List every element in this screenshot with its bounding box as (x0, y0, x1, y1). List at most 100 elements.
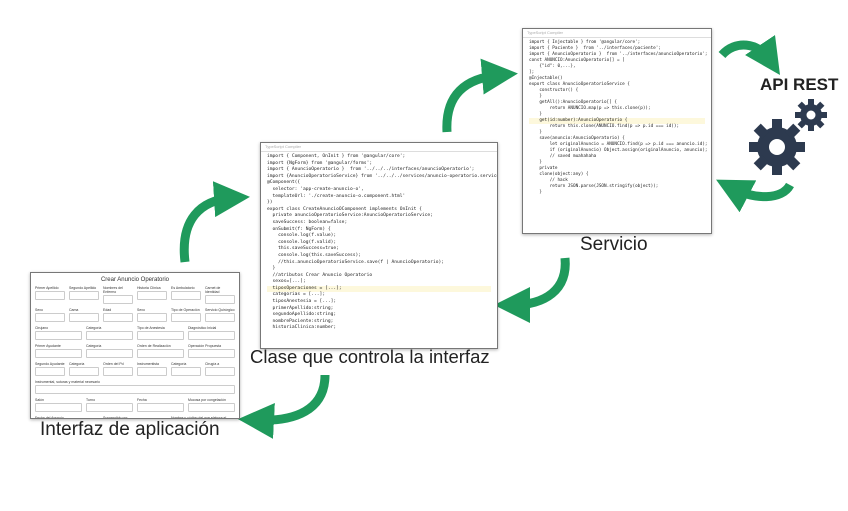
form-field: Mucosa por congelación (188, 398, 235, 412)
field-input[interactable] (103, 295, 133, 304)
code-line: //atributos Crear Anuncio Operatorio (267, 272, 373, 278)
form-field: Segundo Apellido (69, 286, 99, 304)
form-field: Tipo de Anestesia (137, 326, 184, 340)
arrow-api-to-service (716, 179, 794, 213)
field-input[interactable] (137, 349, 184, 358)
code-line: primerApellido:string; (267, 305, 334, 311)
code-line: nombrePaciente:string; (267, 318, 334, 324)
field-label: Orden de Realización (137, 344, 171, 348)
code-line: const ANUNCIO:AnuncioOperatorio[] = [ (529, 58, 625, 63)
field-label: Edad (103, 308, 112, 312)
label-service: Servicio (580, 234, 648, 255)
field-label: Operación Propuesta (188, 344, 222, 348)
field-input[interactable] (86, 403, 133, 412)
form-field: Segundo Ayudante (35, 362, 65, 376)
field-label: Salón (35, 398, 44, 402)
field-input[interactable] (205, 313, 235, 322)
code-line: import {AnuncioOperatorioService} from '… (267, 173, 498, 179)
form-field: Orden de Realización (137, 344, 184, 358)
field-label: Suspendido por (103, 416, 128, 419)
field-label: Cirugía a (205, 362, 220, 366)
field-input[interactable] (137, 291, 167, 300)
field-input[interactable] (35, 385, 235, 394)
code-line: return this.clone(ANUNCIO.find(p => p.id… (529, 124, 680, 129)
arrow-service-to-controller (494, 257, 570, 323)
code-line: this.saveSuccess=true; (267, 246, 339, 252)
field-label: Categoría (86, 344, 102, 348)
form-field: Suspendido por (103, 416, 167, 419)
form-field: Es Ambulatorio (171, 286, 201, 304)
field-label: Instrumentista (137, 362, 159, 366)
form-field: Sexo (35, 308, 65, 322)
field-label: Servicio Quirúrgico (205, 308, 235, 312)
field-input[interactable] (35, 331, 82, 340)
field-input[interactable] (35, 403, 82, 412)
form-field: Nombre y código del que elabora el anunc… (171, 416, 235, 418)
field-input[interactable] (205, 367, 235, 376)
form-field: Primer Apellido (35, 286, 65, 304)
code-line: sexos=[...]; (267, 279, 306, 285)
code-line: import { Injectable } from '@angular/cor… (529, 40, 641, 45)
code-line: @Injectable() (529, 76, 563, 81)
field-input[interactable] (103, 313, 133, 322)
field-label: Es Ambulatorio (171, 286, 195, 290)
field-input[interactable] (171, 367, 201, 376)
field-input[interactable] (69, 291, 99, 300)
field-input[interactable] (171, 313, 201, 322)
arrow-service-to-api (718, 35, 780, 75)
form-field: Edad (103, 308, 133, 322)
field-input[interactable] (35, 367, 65, 376)
form-field: Cirujano (35, 326, 82, 340)
field-input[interactable] (137, 313, 167, 322)
form-field: Orden del Pd (103, 362, 133, 376)
form-field: Primer Ayudante (35, 344, 82, 358)
form-field: Carnet de Identidad (205, 286, 235, 304)
service-code-panel: TypeScript Compiler import { Injectable … (522, 28, 712, 234)
code-line: import {NgForm} from '@angular/forms'; (267, 160, 373, 166)
code-line: onSubmit(f: NgForm) { (267, 226, 331, 232)
field-label: Sexo (35, 308, 43, 312)
code-line: }) (267, 200, 273, 206)
field-label: Primer Apellido (35, 286, 59, 290)
form-field: Tipo de Operación (171, 308, 201, 322)
code-line: ]; (529, 70, 535, 75)
field-input[interactable] (137, 403, 184, 412)
field-input[interactable] (188, 403, 235, 412)
field-input[interactable] (171, 291, 201, 300)
controller-code-panel: TypeScript Compiler import { Component, … (260, 142, 498, 349)
code-line: } (529, 190, 542, 195)
field-input[interactable] (35, 313, 65, 322)
form-field: Instrumental, suturas y material necesar… (35, 380, 235, 394)
field-input[interactable] (103, 367, 133, 376)
form-field: Nombres del Enfermo (103, 286, 133, 304)
form-field: Categoría (171, 362, 201, 376)
code-line: import { Paciente } from '../interfaces/… (529, 46, 661, 51)
field-input[interactable] (205, 295, 235, 304)
field-input[interactable] (137, 367, 167, 376)
field-input[interactable] (69, 313, 99, 322)
field-label: Cirujano (35, 326, 49, 330)
code-line: } (267, 266, 276, 272)
form-field: Historia Clínica (137, 286, 167, 304)
form-field: Diagnóstico Inicial (188, 326, 235, 340)
field-input[interactable] (188, 331, 235, 340)
code-line: export class AnuncioOperatorioService { (529, 82, 630, 87)
code-line: console.log(this.saveSuccess); (267, 252, 362, 258)
field-label: Diagnóstico Inicial (188, 326, 217, 330)
field-label: Nombres del Enfermo (103, 286, 123, 294)
form-field: Categoría (86, 326, 133, 340)
form-row: Instrumental, suturas y material necesar… (35, 380, 235, 394)
code-line: export class CreateAnuncioOComponent imp… (267, 206, 422, 212)
field-input[interactable] (137, 331, 184, 340)
field-label: Fecha (137, 398, 147, 402)
field-input[interactable] (35, 291, 65, 300)
field-input[interactable] (86, 331, 133, 340)
field-input[interactable] (35, 349, 82, 358)
field-input[interactable] (69, 367, 99, 376)
arrow-ui-to-controller (179, 181, 250, 263)
code-block: import { Component, OnInit } from '@angu… (261, 152, 497, 334)
field-input[interactable] (188, 349, 235, 358)
field-input[interactable] (86, 349, 133, 358)
